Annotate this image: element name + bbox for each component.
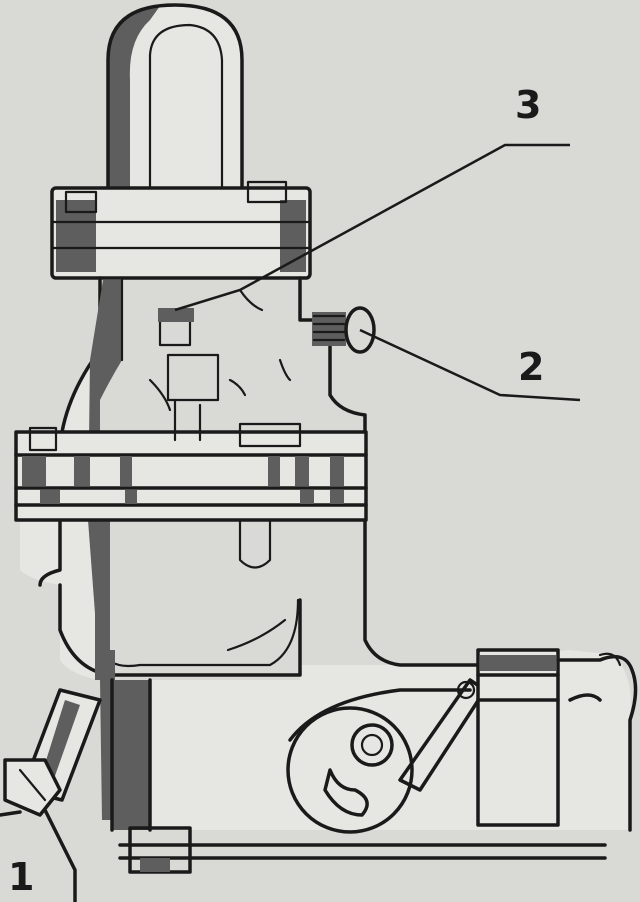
callout-3: 3 (515, 83, 541, 127)
fuel-tube (88, 278, 152, 832)
adjusting-screw (312, 306, 376, 354)
float-lever-assembly (286, 648, 638, 834)
middle-flange (14, 422, 368, 522)
upper-clamp-ring (50, 180, 312, 280)
leader-line-3 (174, 143, 570, 312)
leader-lines (174, 143, 581, 402)
outlet-pipe (0, 688, 102, 902)
base-rail (118, 826, 607, 874)
callout-1: 1 (8, 855, 34, 899)
leader-line-2 (359, 328, 581, 402)
air-inlet-tube (106, 3, 244, 202)
callout-2: 2 (518, 345, 544, 389)
needle-valve (148, 288, 292, 442)
